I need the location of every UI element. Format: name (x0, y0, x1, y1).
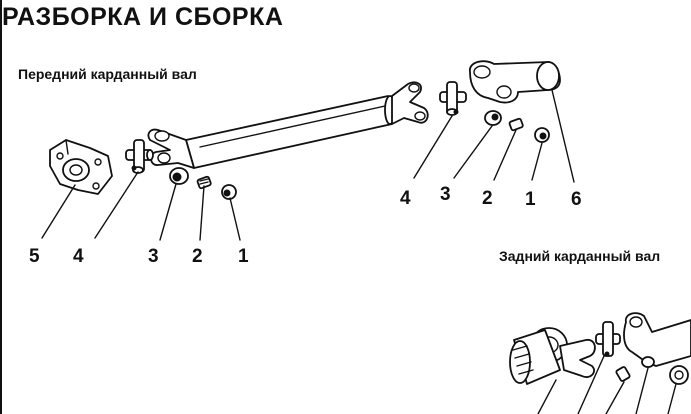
rear-grease-fitting (615, 366, 631, 382)
callout-3-front-left-bearing: 3 (148, 246, 159, 267)
rear-shaft-spline-tube (509, 329, 561, 385)
front-left-grease-fitting-2 (196, 175, 212, 190)
front-left-seal-1 (221, 184, 237, 200)
front-shaft-subtitle: Передний карданный вал (18, 66, 197, 82)
callout-3-front-right-bearing: 3 (440, 184, 451, 205)
rear-shaft-subtitle: Задний карданный вал (499, 248, 661, 264)
rear-leader-lines (537, 355, 677, 414)
front-shaft-left-yoke (147, 128, 195, 169)
callout-5-front-flange: 5 (29, 246, 40, 267)
rear-spider (595, 321, 621, 357)
rear-shaft-yoke (559, 339, 596, 378)
front-left-spider-4 (125, 139, 154, 174)
front-left-bearing-cup-3 (169, 167, 189, 185)
front-shaft-right-yoke (391, 81, 429, 125)
callout-6-front-slip-yoke: 6 (571, 189, 582, 210)
callout-4-front-right-spider: 4 (400, 188, 411, 209)
rear-yoke-tube (623, 312, 691, 368)
front-left-leader-lines (41, 171, 241, 241)
front-slip-yoke-6 (469, 60, 561, 104)
front-right-seal-1 (534, 127, 550, 143)
rear-seal (669, 365, 689, 385)
front-right-leader-lines (413, 89, 575, 183)
front-right-spider-4 (439, 81, 467, 116)
front-right-bearing-cup-3 (484, 110, 502, 126)
page-title: РАЗБОРКА И СБОРКА (2, 3, 284, 31)
callout-2-front-left-fitting: 2 (192, 246, 203, 267)
left-border-line (0, 0, 2, 414)
callout-1-front-right-seal: 1 (525, 189, 536, 210)
callout-4-front-left-spider: 4 (73, 246, 84, 267)
callout-2-front-right-fitting: 2 (482, 188, 493, 209)
front-shaft-tube (185, 95, 396, 169)
front-right-grease-fitting-2 (508, 117, 524, 132)
front-flange-yoke-5 (49, 139, 113, 195)
callout-1-front-left-seal: 1 (238, 246, 249, 267)
